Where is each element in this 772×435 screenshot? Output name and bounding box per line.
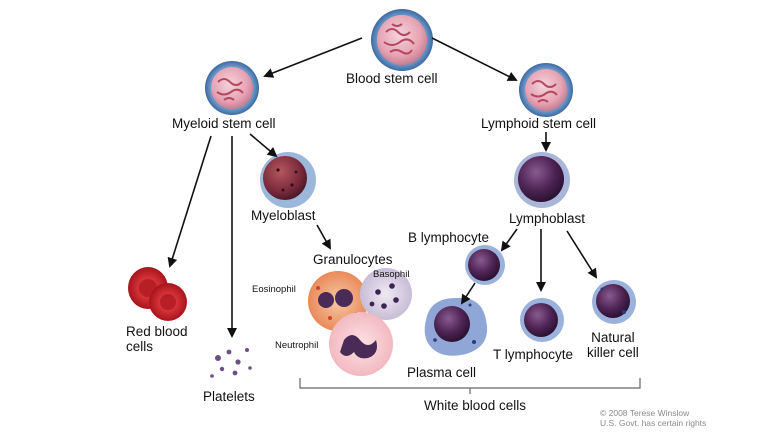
basophil-image bbox=[360, 268, 412, 320]
lymphoid-stem-cell-image bbox=[519, 63, 573, 117]
platelets-image bbox=[210, 348, 252, 378]
white-blood-cells-bracket bbox=[299, 378, 641, 394]
myeloblast-image bbox=[260, 152, 316, 208]
eosinophil-label: Eosinophil bbox=[252, 284, 296, 295]
neutrophil-label: Neutrophil bbox=[275, 340, 319, 351]
b-lymphocyte-image bbox=[465, 245, 505, 285]
blood-stem-cell-label: Blood stem cell bbox=[346, 71, 438, 86]
red-blood-cells-image bbox=[128, 267, 187, 321]
copyright-line1: © 2008 Terese Winslow bbox=[600, 408, 690, 418]
copyright-line2: U.S. Govt. has certain rights bbox=[600, 418, 707, 428]
blood-stem-cell-image bbox=[371, 9, 433, 71]
natural-killer-cell-image bbox=[592, 280, 636, 324]
t-lymphocyte-label: T lymphocyte bbox=[493, 347, 574, 362]
basophil-label: Basophil bbox=[373, 269, 410, 280]
lymphoblast-label: Lymphoblast bbox=[509, 211, 586, 226]
granulocytes-label: Granulocytes bbox=[313, 252, 393, 267]
lymphoblast-image bbox=[514, 152, 570, 208]
red-blood-cells-label: Red blood cells bbox=[126, 324, 188, 355]
white-blood-cells-label: White blood cells bbox=[424, 398, 527, 413]
plasma-cell-image bbox=[424, 297, 488, 356]
neutrophil-image bbox=[329, 312, 393, 376]
b-lymphocyte-label: B lymphocyte bbox=[408, 230, 490, 245]
natural-killer-cell-label: Natural killer cell bbox=[587, 330, 639, 361]
myeloid-stem-cell-label: Myeloid stem cell bbox=[172, 116, 276, 131]
myeloid-stem-cell-image bbox=[205, 61, 259, 115]
t-lymphocyte-image bbox=[520, 298, 564, 342]
lymphoid-stem-cell-label: Lymphoid stem cell bbox=[481, 116, 597, 131]
arrows bbox=[167, 37, 598, 338]
plasma-cell-label: Plasma cell bbox=[407, 365, 477, 380]
myeloblast-label: Myeloblast bbox=[251, 208, 316, 223]
platelets-label: Platelets bbox=[203, 389, 255, 404]
